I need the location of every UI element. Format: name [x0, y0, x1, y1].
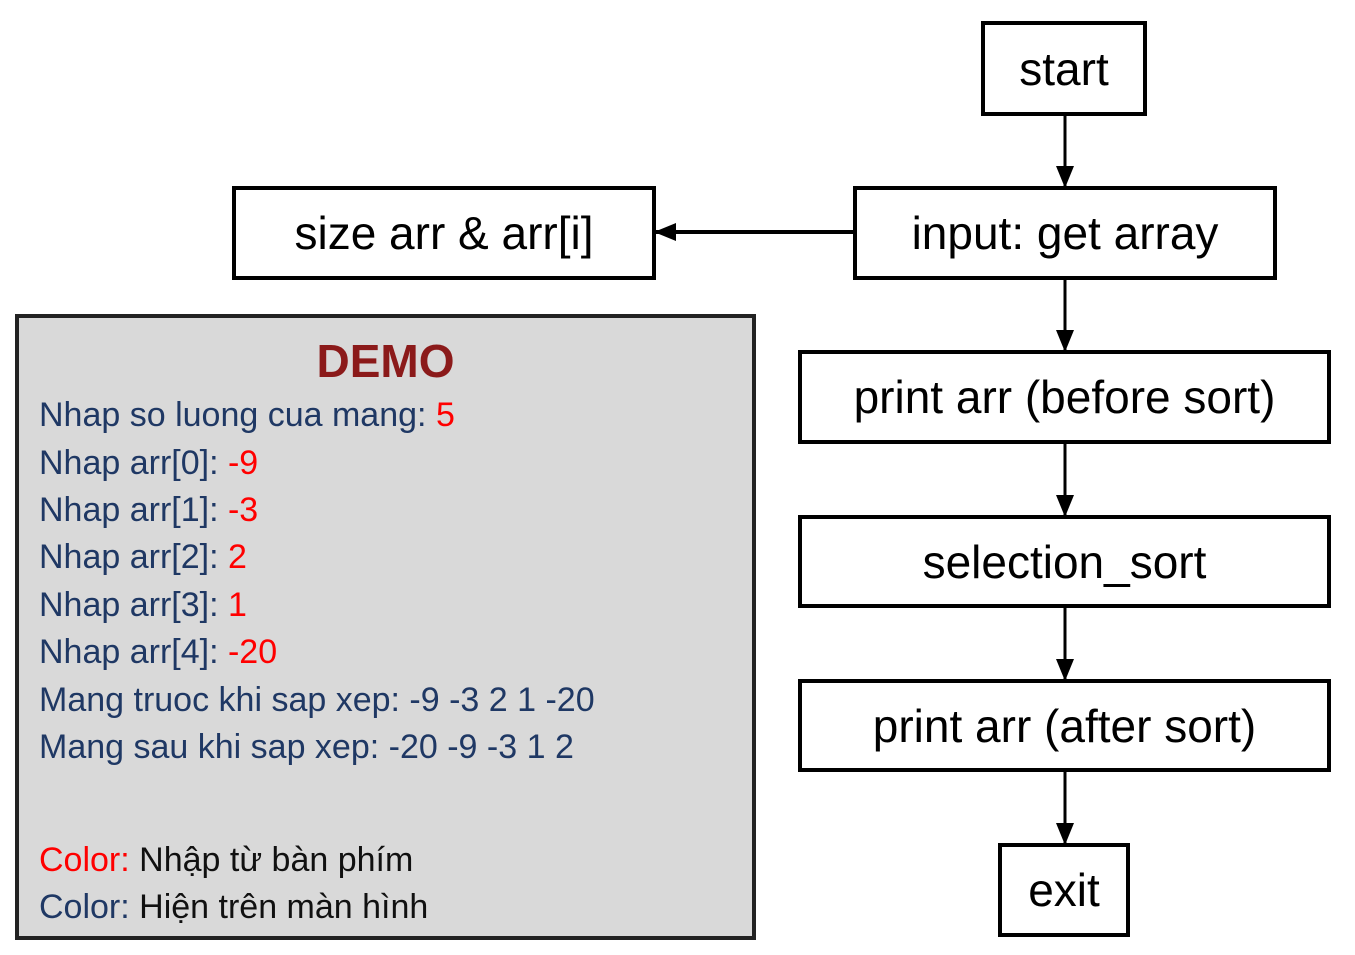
- legend-input: Color: Nhập từ bàn phím: [39, 841, 413, 880]
- demo-panel: DEMO Nhap so luong cua mang: 5 Nhap arr[…: [15, 314, 756, 940]
- demo-line-arr1: Nhap arr[1]: -3: [39, 491, 258, 530]
- demo-line-arr2: Nhap arr[2]: 2: [39, 538, 247, 577]
- demo-line-label: Nhap so luong cua mang:: [39, 396, 436, 434]
- print-before-node: print arr (before sort): [798, 350, 1331, 444]
- demo-line-label: Nhap arr[2]:: [39, 538, 228, 576]
- demo-line-value: 1: [227, 586, 247, 624]
- selection-sort-node: selection_sort: [798, 515, 1331, 608]
- demo-line-before: Mang truoc khi sap xep: -9 -3 2 1 -20: [39, 681, 595, 719]
- legend-text-screen: Hiện trên màn hình: [129, 888, 429, 926]
- exit-label: exit: [1028, 864, 1100, 916]
- demo-line-label: Nhap arr[3]:: [39, 586, 228, 624]
- legend-text-input: Nhập từ bàn phím: [129, 841, 414, 879]
- size-arr-node: size arr & arr[i]: [232, 186, 656, 280]
- demo-line-after: Mang sau khi sap xep: -20 -9 -3 1 2: [39, 728, 574, 766]
- size-arr-label: size arr & arr[i]: [294, 207, 594, 259]
- demo-line-arr0: Nhap arr[0]: -9: [39, 444, 258, 483]
- print-before-label: print arr (before sort): [853, 371, 1276, 423]
- selection-sort-label: selection_sort: [922, 535, 1207, 588]
- input-node: input: get array: [853, 186, 1277, 280]
- print-after-node: print arr (after sort): [798, 679, 1331, 772]
- legend-key-red: Color:: [39, 841, 130, 879]
- demo-title: DEMO: [316, 335, 455, 387]
- start-label: start: [1019, 42, 1109, 95]
- demo-line-value: 2: [227, 538, 247, 576]
- demo-line-label: Nhap arr[4]:: [39, 633, 228, 671]
- demo-line-value: 5: [435, 396, 455, 434]
- legend-key-blue: Color:: [39, 888, 130, 926]
- print-after-label: print arr (after sort): [872, 699, 1257, 752]
- demo-line-arr3: Nhap arr[3]: 1: [39, 586, 247, 625]
- legend-screen: Color: Hiện trên màn hình: [39, 888, 428, 927]
- demo-line-label: Nhap arr[1]:: [39, 491, 228, 529]
- demo-line-value: -20: [227, 633, 278, 671]
- demo-line-arr4: Nhap arr[4]: -20: [39, 633, 277, 672]
- exit-node: exit: [998, 843, 1130, 937]
- demo-line-value: -3: [227, 491, 259, 529]
- demo-line-count: Nhap so luong cua mang: 5: [39, 396, 455, 435]
- start-node: start: [981, 21, 1147, 116]
- input-label: input: get array: [911, 207, 1219, 259]
- demo-line-value: -9: [227, 444, 259, 482]
- demo-line-label: Nhap arr[0]:: [39, 444, 228, 482]
